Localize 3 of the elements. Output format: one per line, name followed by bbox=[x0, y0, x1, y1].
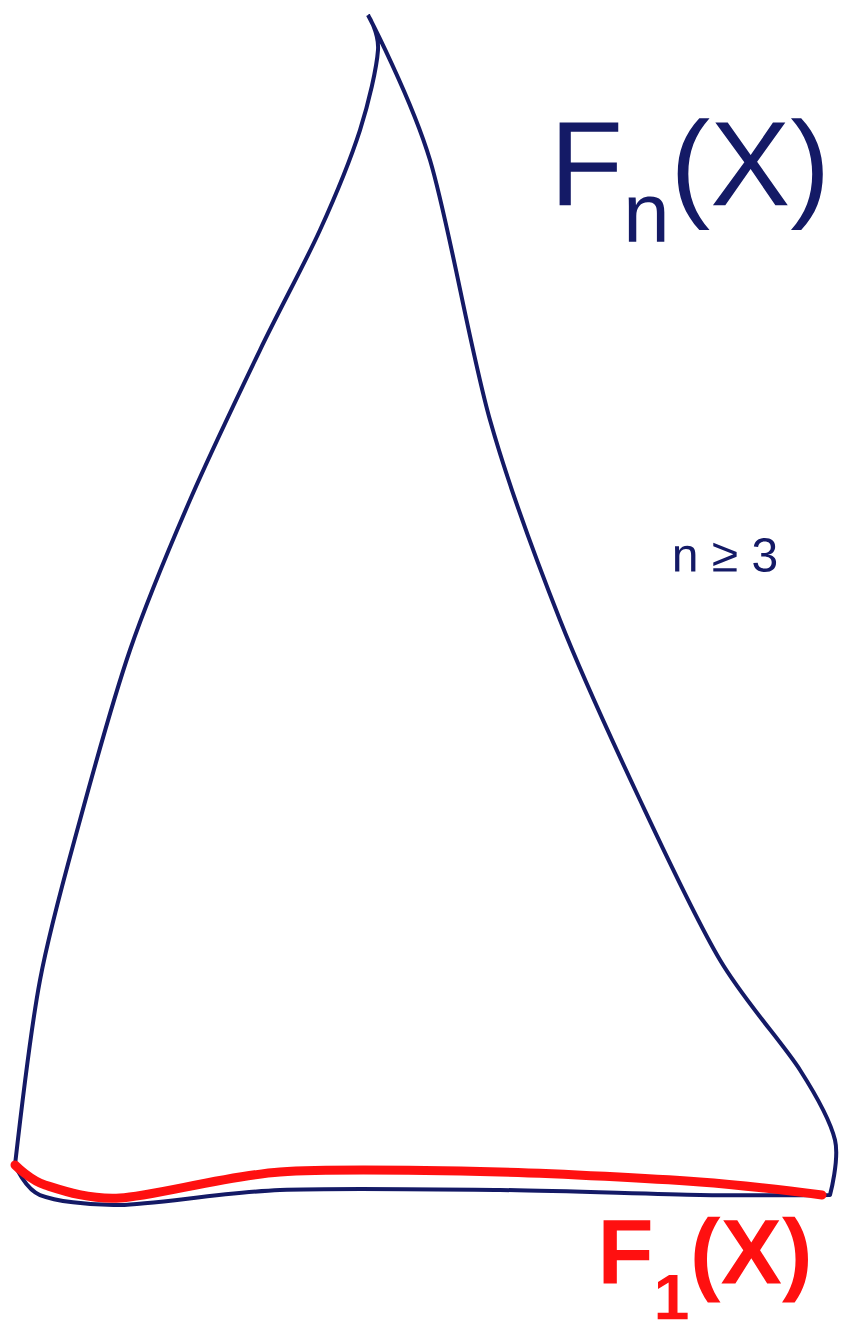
condition-label: n ≥ 3 bbox=[675, 538, 777, 572]
formula-label: F$_{1}$(X) bbox=[603, 1216, 808, 1320]
formula-label: F$_{n}$(X) bbox=[559, 118, 823, 242]
